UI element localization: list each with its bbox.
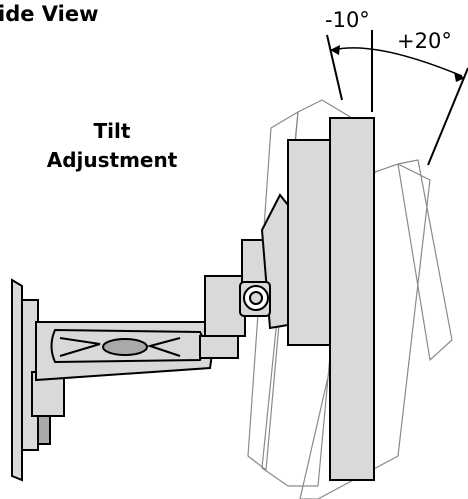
tilt-adjustment-label: Tilt Adjustment	[32, 117, 192, 175]
diagram-title: ide View	[0, 2, 99, 26]
tilt-knob-center	[249, 291, 263, 305]
arc-arrow-right	[454, 72, 465, 82]
ghost-monitor-tilted-back	[247, 99, 353, 487]
monitor-body	[287, 117, 375, 481]
articulating-arm	[35, 321, 213, 382]
tilt-label-line2: Adjustment	[46, 148, 178, 172]
arc-arrow-left	[330, 45, 340, 55]
tilt-forward-angle-label: +20°	[397, 29, 452, 53]
wall-plate	[11, 278, 39, 482]
tilt-forward-guide-line	[427, 67, 468, 166]
wall-bolt	[37, 415, 51, 445]
tilt-range-arc	[332, 47, 463, 77]
ghost-monitor-tilted-forward	[299, 159, 453, 499]
tilt-back-angle-label: -10°	[325, 8, 370, 32]
elbow-joint	[199, 275, 246, 359]
tilt-label-line1: Tilt	[93, 119, 131, 143]
tilt-back-guide-line	[326, 34, 343, 101]
